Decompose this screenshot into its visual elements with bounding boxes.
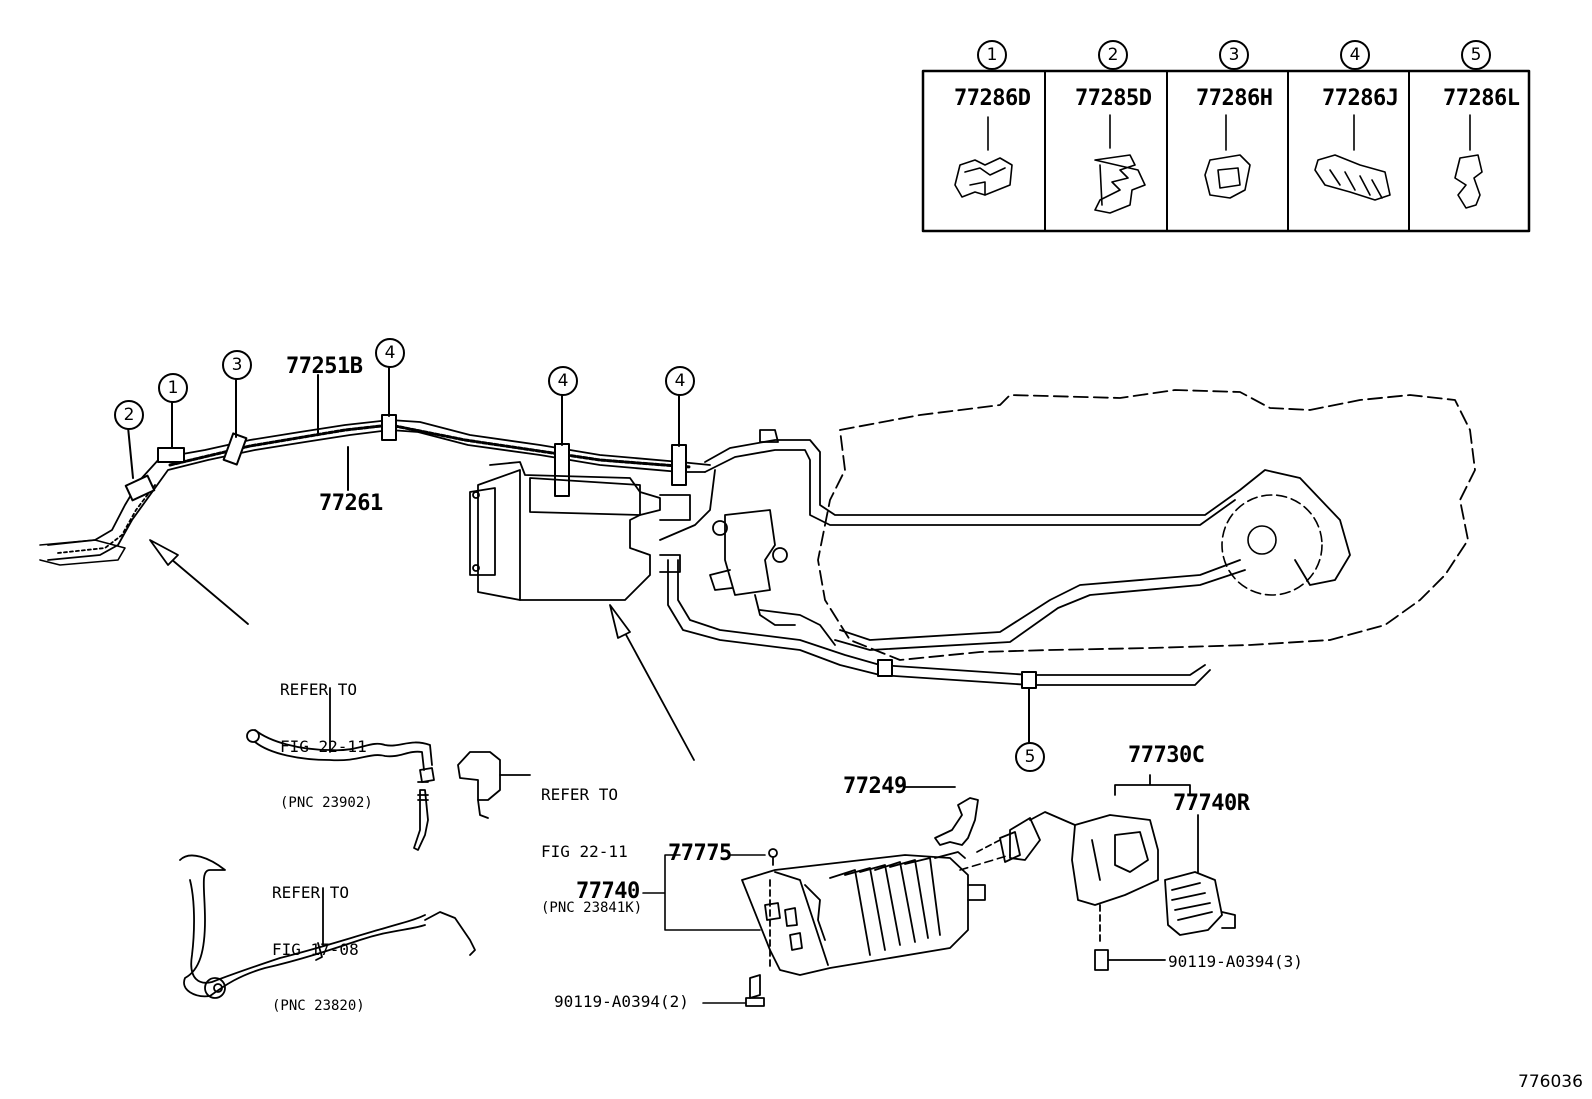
refer-note-23820-line2: FIG 17-08 <box>272 940 359 959</box>
clip-77286L-drawing <box>1454 114 1483 209</box>
part-label-77251B[interactable]: 77251B <box>286 354 363 379</box>
clip-77286D-drawing <box>954 116 1013 198</box>
clip-column-2-part[interactable]: 77285D <box>1075 86 1152 111</box>
part-label-77249[interactable]: 77249 <box>843 774 907 799</box>
clip-column-1-part[interactable]: 77286D <box>954 86 1031 111</box>
line-clip-4b <box>554 443 570 497</box>
figure-number: 776036 <box>1518 1072 1583 1092</box>
part-label-bolt-2[interactable]: 90119-A0394(2) <box>554 992 689 1011</box>
clip-77286H-drawing <box>1204 114 1251 199</box>
refer-note-23902-line2: FIG 22-11 <box>280 737 367 756</box>
refer-note-23902-line3: (PNC 23902) <box>280 795 373 811</box>
clip-77285D-drawing <box>1094 114 1146 214</box>
ref-hose-23820 <box>179 854 476 999</box>
refer-note-23820-line3: (PNC 23820) <box>272 998 365 1014</box>
canister-upper <box>469 461 716 601</box>
clip-table-frame <box>921 69 1531 233</box>
refer-note-23841K-line2: FIG 22-11 <box>541 842 628 861</box>
ref-hose-23902 <box>246 687 435 851</box>
clip-column-3-part[interactable]: 77286H <box>1196 86 1273 111</box>
canister-77740 <box>741 848 986 1007</box>
vsv-valve <box>709 429 796 626</box>
clip-column-5-part[interactable]: 77286L <box>1443 86 1520 111</box>
line-clip-2 <box>124 474 156 502</box>
refer-note-23902[interactable]: REFER TO FIG 22-11 (PNC 23902) <box>280 642 373 832</box>
clip-column-4-number: 4 <box>1340 40 1370 70</box>
callout-clip-4a[interactable]: 4 <box>375 338 405 368</box>
callout-clip-1[interactable]: 1 <box>158 373 188 403</box>
clip-column-3-number: 3 <box>1219 40 1249 70</box>
part-label-77261[interactable]: 77261 <box>319 491 383 516</box>
line-clip-4a <box>381 414 397 441</box>
refer-note-23820[interactable]: REFER TO FIG 17-08 (PNC 23820) <box>272 845 365 1035</box>
part-label-77740R[interactable]: 77740R <box>1173 791 1250 816</box>
line-clip-4c <box>671 444 687 486</box>
line-clip-1 <box>157 447 185 463</box>
fuel-line-lower <box>677 559 1206 676</box>
line-clip-5 <box>1021 671 1037 689</box>
refer-note-23841K-line3: (PNC 23841K) <box>541 900 643 916</box>
fuel-pump-cap <box>1247 525 1277 555</box>
leader-77740 <box>642 854 761 931</box>
fuel-tank-outline <box>817 389 1476 661</box>
valve-77740R <box>1164 814 1236 936</box>
clip-77286J-drawing <box>1314 114 1391 201</box>
callout-clip-4c[interactable]: 4 <box>665 366 695 396</box>
line-clip-3 <box>222 432 248 466</box>
vapor-line-to-tank <box>704 439 1351 586</box>
clip-column-1-number: 1 <box>977 40 1007 70</box>
callout-clip-2[interactable]: 2 <box>114 400 144 430</box>
part-label-77775[interactable]: 77775 <box>668 841 732 866</box>
callout-clip-5[interactable]: 5 <box>1015 742 1045 772</box>
clip-column-4-part[interactable]: 77286J <box>1322 86 1399 111</box>
refer-note-23841K-line1: REFER TO <box>541 785 619 804</box>
callout-clip-3[interactable]: 3 <box>222 350 252 380</box>
part-label-77740[interactable]: 77740 <box>576 879 640 904</box>
part-label-77730C[interactable]: 77730C <box>1128 743 1205 768</box>
refer-note-23841K[interactable]: REFER TO FIG 22-11 (PNC 23841K) <box>541 747 642 937</box>
pointer-arrow-middle <box>609 604 695 761</box>
fuel-pump-ring <box>1221 494 1323 596</box>
clip-column-5-number: 5 <box>1461 40 1491 70</box>
ref-part-23841K <box>457 751 531 819</box>
hose-77249 <box>904 786 979 846</box>
refer-note-23902-line1: REFER TO <box>280 680 358 699</box>
callout-clip-4b[interactable]: 4 <box>548 366 578 396</box>
clip-column-2-number: 2 <box>1098 40 1128 70</box>
part-label-bolt-3[interactable]: 90119-A0394(3) <box>1168 952 1303 971</box>
valve-77730C <box>999 774 1191 971</box>
pointer-arrow-left <box>149 539 249 625</box>
refer-note-23820-line1: REFER TO <box>272 883 350 902</box>
